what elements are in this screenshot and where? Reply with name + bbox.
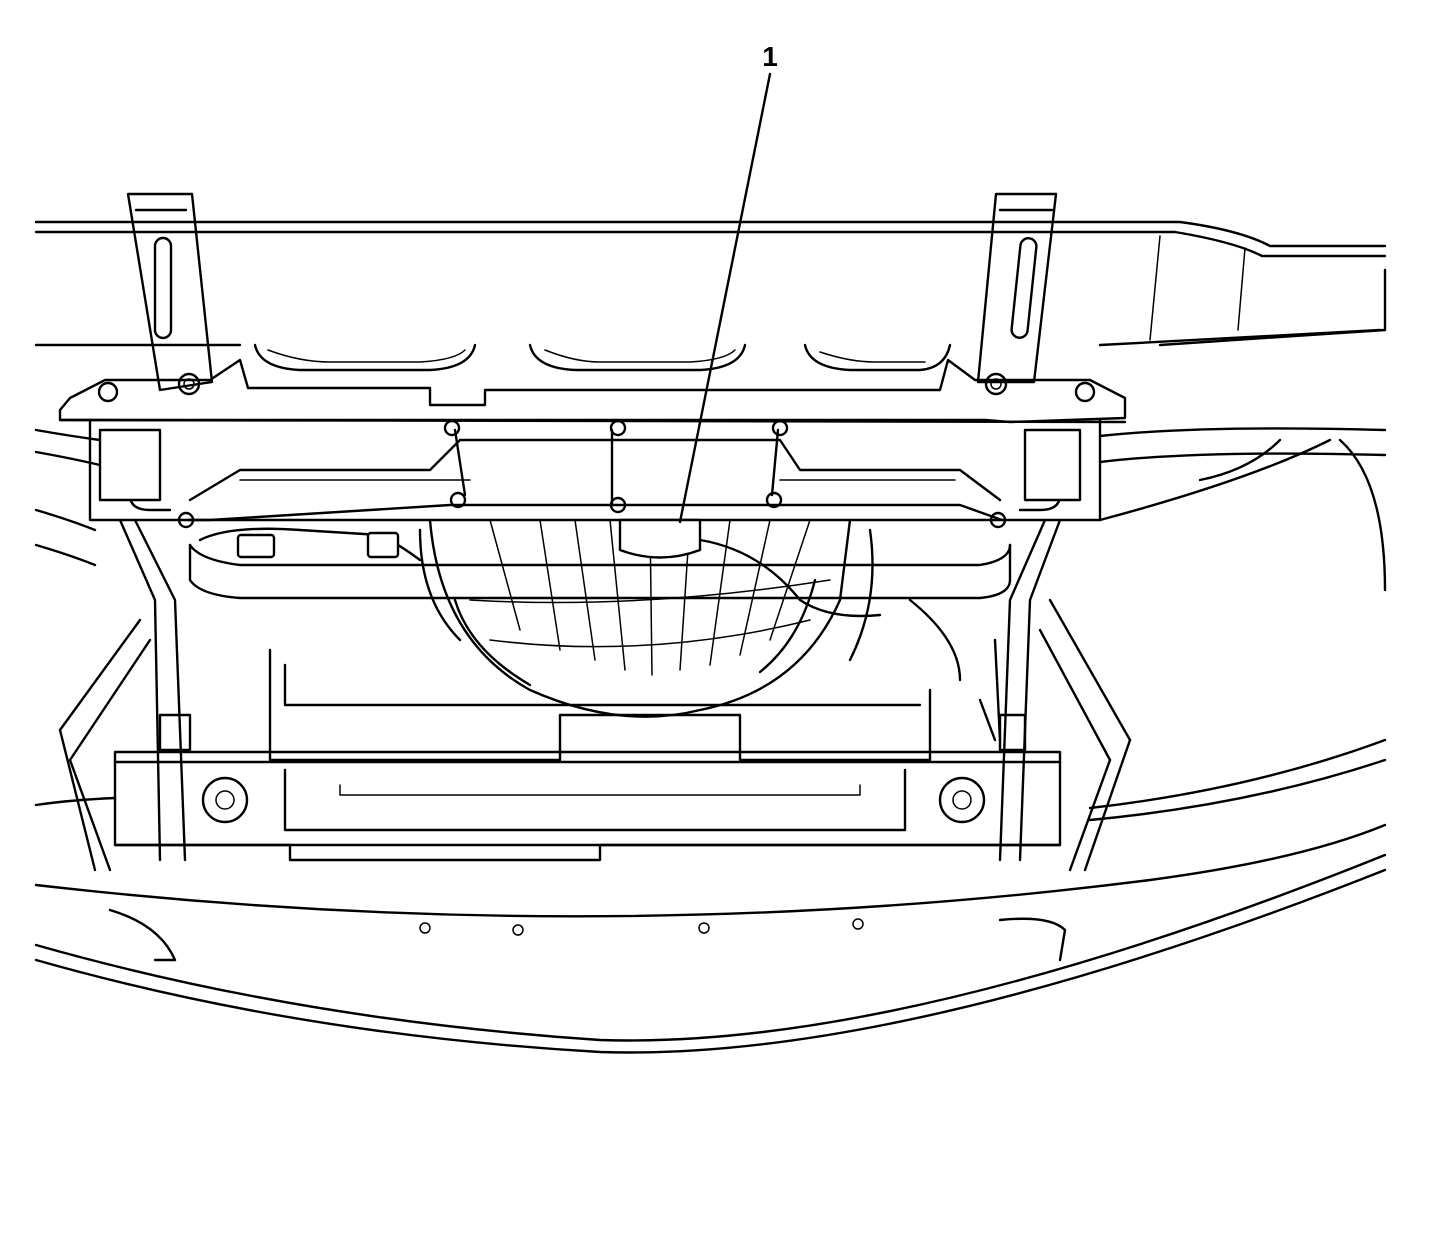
upper-body-panel <box>34 220 1387 347</box>
wire-harness <box>198 527 1002 742</box>
right-side-rail <box>998 518 1132 872</box>
radiator-support-crossmember <box>88 418 1102 529</box>
front-fascia <box>34 738 1387 1054</box>
lower-tie-tube <box>188 543 1012 600</box>
right-hood-bracket <box>976 192 1058 396</box>
cooling-fan-assembly <box>418 518 874 718</box>
left-side-rail <box>58 518 187 872</box>
left-side-hose <box>34 428 162 567</box>
callout-1: 1 <box>678 41 778 524</box>
lower-shroud-panel <box>158 648 1027 762</box>
fan-shroud-top-rims <box>253 343 952 372</box>
left-hood-bracket <box>126 192 214 396</box>
right-side-hose <box>1023 427 1387 592</box>
upper-tie-bar <box>58 358 1127 424</box>
callout-1-leader-line <box>678 72 772 524</box>
callout-1-label: 1 <box>762 41 778 72</box>
lower-front-beam <box>113 750 1062 862</box>
